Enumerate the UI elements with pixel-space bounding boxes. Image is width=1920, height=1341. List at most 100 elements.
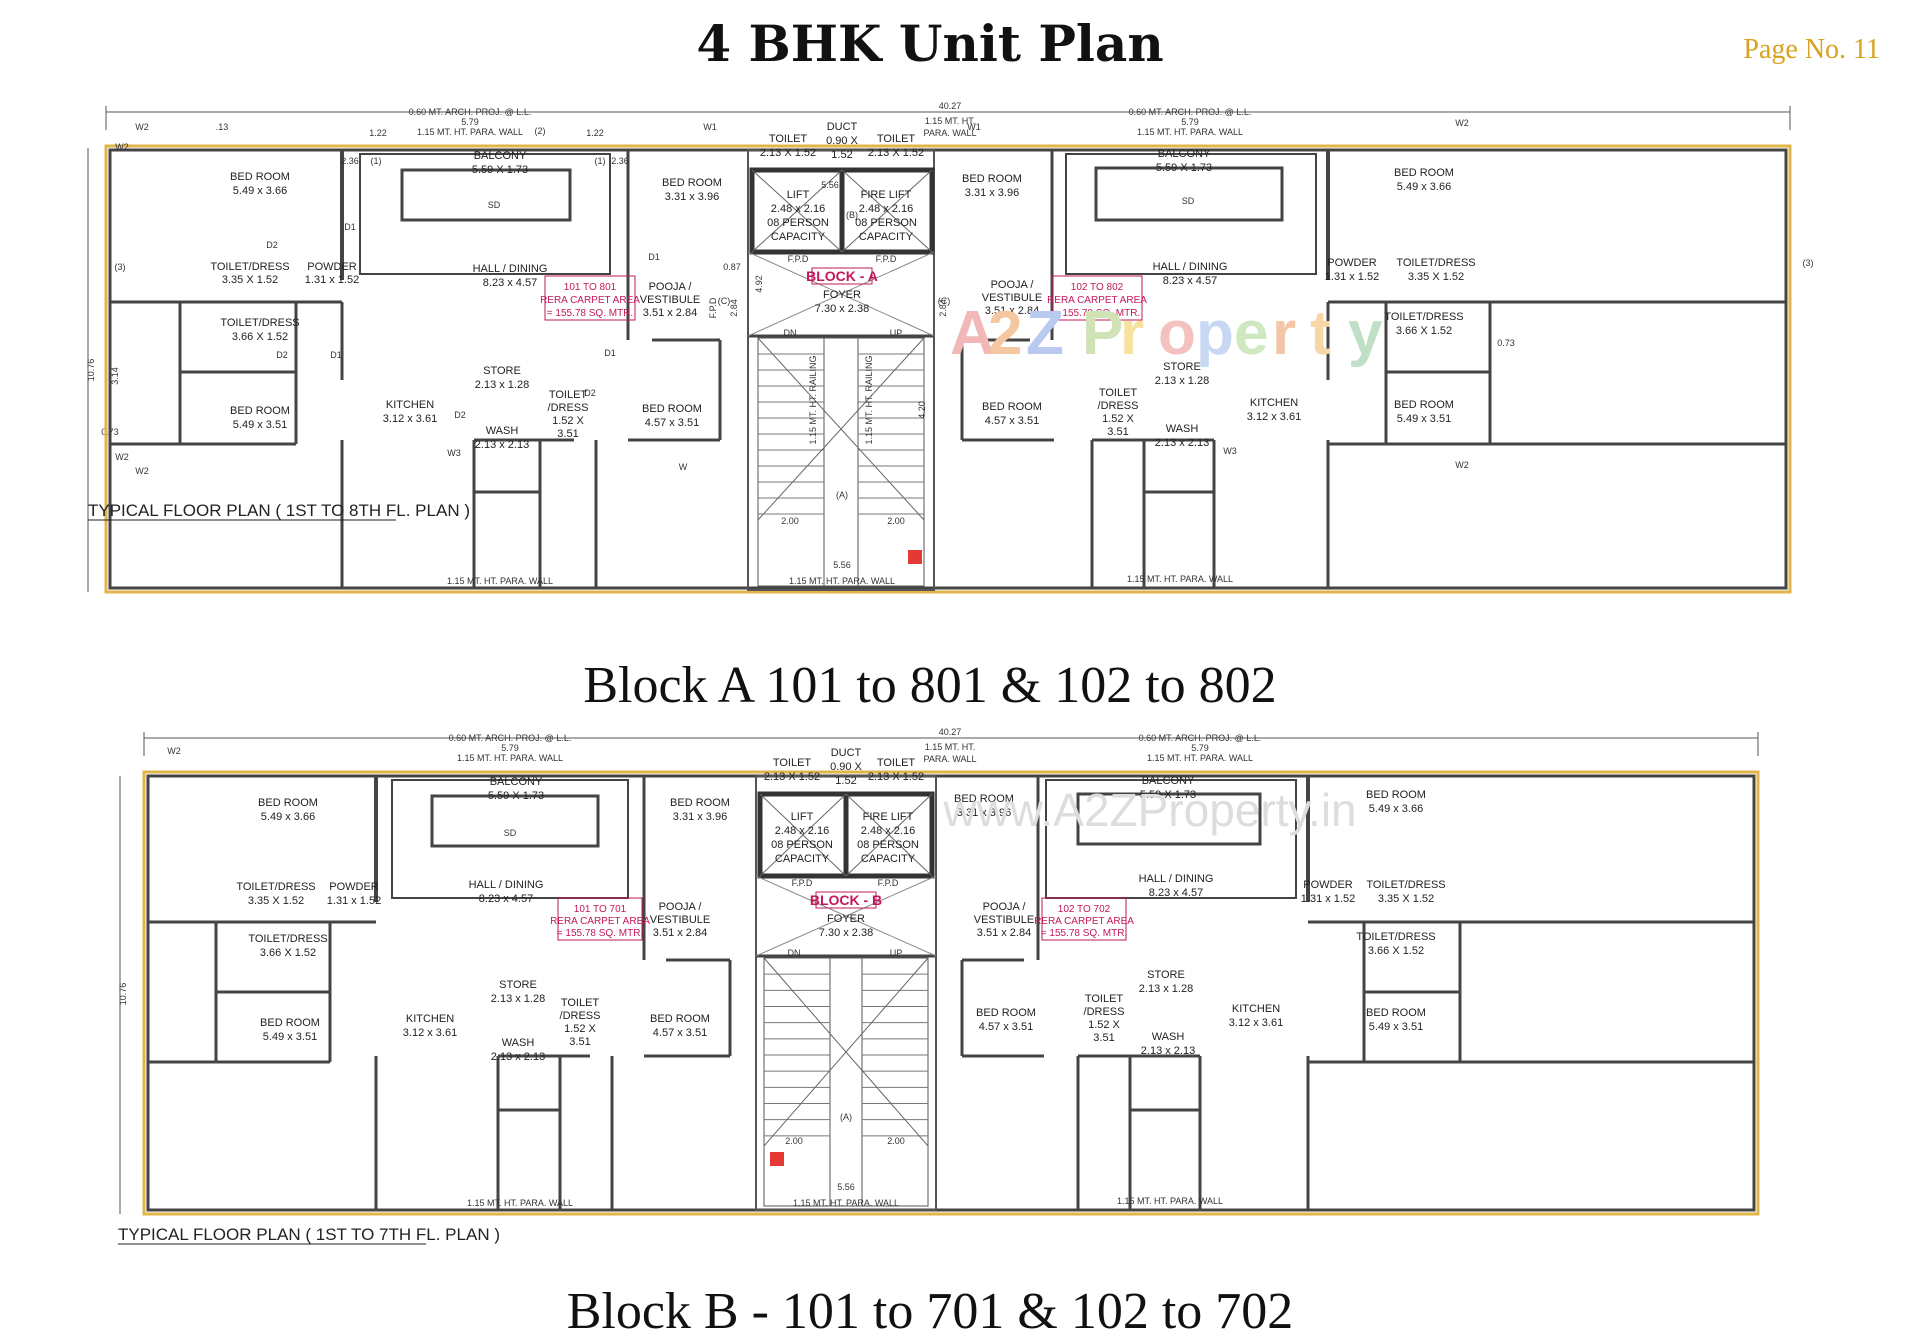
staircase xyxy=(757,337,925,587)
wash-right-dim: 2.13 x 2.13 xyxy=(1155,437,1209,449)
pooja-right-dim: 3.51 x 2.84 xyxy=(985,305,1039,317)
mark-2: (2) xyxy=(535,126,546,136)
bed-room-8-label-b: BED ROOM xyxy=(1366,1007,1426,1019)
hall-right-dim-b: 8.23 x 4.57 xyxy=(1149,887,1203,899)
toilet-dress-4-dim: 3.66 X 1.52 xyxy=(1396,325,1452,337)
dim-200: 2.00 xyxy=(887,516,905,526)
hall-left-label: HALL / DINING xyxy=(473,263,548,275)
toilet-core-left-dim-b: 2.13 X 1.52 xyxy=(764,771,820,783)
door-d2: D2 xyxy=(584,388,596,398)
dim-stair-w-b: 5.56 xyxy=(837,1182,855,1192)
td2-right-dim-b-b: 3.51 xyxy=(1093,1032,1114,1044)
window-w2: W2 xyxy=(1455,118,1469,128)
bed-room-4-dim: 3.31 x 3.96 xyxy=(665,191,719,203)
para-wall-bottom-mid: 1.15 MT. HT. PARA. WALL xyxy=(789,576,895,586)
hall-left-dim: 8.23 x 4.57 xyxy=(483,277,537,289)
fpd-right: F.P.D xyxy=(876,254,897,264)
toilet-dress-3-label-b: TOILET/DRESS xyxy=(1366,879,1445,891)
para-wall-bottom-left: 1.15 MT. HT. PARA. WALL xyxy=(447,576,553,586)
kitchen-right-label: KITCHEN xyxy=(1250,397,1298,409)
toilet-core-left-label: TOILET xyxy=(769,133,808,145)
pooja-right-label: POOJA / xyxy=(991,279,1035,291)
para-wall-left: 1.15 MT. HT. PARA. WALL xyxy=(417,127,523,137)
watermark-letter: y xyxy=(1348,299,1383,368)
arch-proj-left-b: 0.60 MT. ARCH. PROJ. @ L.L. xyxy=(449,733,572,743)
watermark-letter: r xyxy=(1272,299,1296,368)
toilet-dress-4-dim-b: 3.66 X 1.52 xyxy=(1368,945,1424,957)
page-title: 4 BHK Unit Plan xyxy=(696,14,1164,73)
store-left-label: STORE xyxy=(483,365,521,377)
total-length-dim: 40.27 xyxy=(939,101,962,111)
powder-1-label: POWDER xyxy=(307,261,357,273)
wash-right-dim-b: 2.13 x 2.13 xyxy=(1141,1045,1195,1057)
bed-room-1-dim: 5.49 x 3.66 xyxy=(233,185,287,197)
window-w3: W3 xyxy=(1223,446,1237,456)
rera-right-line3-b: = 155.78 SQ. MTR. xyxy=(1041,928,1127,939)
dim-236: 2.36 xyxy=(341,156,359,166)
store-left-dim-b: 2.13 x 1.28 xyxy=(491,993,545,1005)
duct-dim-2: 1.52 xyxy=(831,149,852,161)
td2-right-dim-a-b: 1.52 X xyxy=(1088,1019,1120,1031)
store-right-label-b: STORE xyxy=(1147,969,1185,981)
mark-a-b: (A) xyxy=(840,1112,852,1122)
bed-room-7-dim: 5.49 x 3.66 xyxy=(1397,181,1451,193)
wash-left-label-b: WASH xyxy=(502,1037,535,1049)
toilet-dress-2-dim-b: 3.66 X 1.52 xyxy=(260,947,316,959)
dress-right-label-b: /DRESS xyxy=(1084,1006,1125,1018)
vestibule-left-label-b: VESTIBULE xyxy=(650,914,711,926)
rera-right-unit: 102 TO 802 xyxy=(1071,282,1124,293)
pooja-right-label-b: POOJA / xyxy=(983,901,1027,913)
window-w2: W2 xyxy=(135,122,149,132)
staircase-b xyxy=(763,957,929,1207)
toilet-dress-2-dim: 3.66 X 1.52 xyxy=(232,331,288,343)
rera-left-unit: 101 TO 801 xyxy=(564,282,617,293)
hall-left-dim-b: 8.23 x 4.57 xyxy=(479,893,533,905)
bed-room-7-label: BED ROOM xyxy=(1394,167,1454,179)
fire-lift-capacity-b: CAPACITY xyxy=(861,853,916,865)
rera-right-unit-b: 102 TO 702 xyxy=(1058,904,1111,915)
bed-room-8-label: BED ROOM xyxy=(1394,399,1454,411)
store-left-label-b: STORE xyxy=(499,979,537,991)
lift-label-b: LIFT xyxy=(791,811,814,823)
dim-122: 1.22 xyxy=(586,128,604,138)
door-sd: SD xyxy=(488,200,501,210)
td2-left-dim-b-b: 3.51 xyxy=(569,1036,590,1048)
window-w1: W1 xyxy=(967,122,981,132)
rera-left-line2: RERA CARPET AREA xyxy=(540,295,640,306)
mark-c: (C) xyxy=(718,296,731,306)
door-d1: D1 xyxy=(344,222,356,232)
dress-right-label: /DRESS xyxy=(1098,400,1139,412)
watermark-letter: 2 xyxy=(988,299,1022,368)
vestibule-right-label: VESTIBULE xyxy=(982,292,1043,304)
toilet-right-label: TOILET xyxy=(1099,387,1138,399)
foyer-dim-b: 7.30 x 2.38 xyxy=(819,927,873,939)
balcony-left-label: BALCONY xyxy=(474,150,527,162)
duct-label-b: DUCT xyxy=(831,747,862,759)
td2-left-dim-a-b: 1.52 X xyxy=(564,1023,596,1035)
bed-room-3-dim: 4.57 x 3.51 xyxy=(645,417,699,429)
bed-room-6-dim: 4.57 x 3.51 xyxy=(985,415,1039,427)
powder-1-label-b: POWDER xyxy=(329,881,379,893)
bed-room-2-label-b: BED ROOM xyxy=(260,1017,320,1029)
stair-up-b: UP xyxy=(890,948,903,958)
para-wall-bottom-mid-b: 1.15 MT. HT. PARA. WALL xyxy=(793,1198,899,1208)
wash-left-dim-b: 2.13 x 2.13 xyxy=(491,1051,545,1063)
toilet-dress-2-label: TOILET/DRESS xyxy=(220,317,299,329)
dress-left-label: /DRESS xyxy=(548,402,589,414)
dim-13: .13 xyxy=(216,122,229,132)
arch-proj-left: 0.60 MT. ARCH. PROJ. @ L.L. xyxy=(409,107,532,117)
lift-dim: 2.48 x 2.16 xyxy=(771,203,825,215)
store-right-dim: 2.13 x 1.28 xyxy=(1155,375,1209,387)
fire-lift-dim: 2.48 x 2.16 xyxy=(859,203,913,215)
dim-284: 2.84 xyxy=(938,299,948,317)
toilet-right-label-b: TOILET xyxy=(1085,993,1124,1005)
bed-room-2-label: BED ROOM xyxy=(230,405,290,417)
toilet-dress-4-label: TOILET/DRESS xyxy=(1384,311,1463,323)
duct-dim: 0.90 X xyxy=(826,135,858,147)
door-sd: SD xyxy=(504,828,517,838)
door-d2: D2 xyxy=(454,410,466,420)
watermark-letter: A xyxy=(950,299,995,368)
door-d1: D1 xyxy=(330,350,342,360)
railing-left: 1.15 MT. HT. RAILING xyxy=(808,355,818,444)
watermark-url: www.A2ZProperty.in xyxy=(942,784,1356,836)
